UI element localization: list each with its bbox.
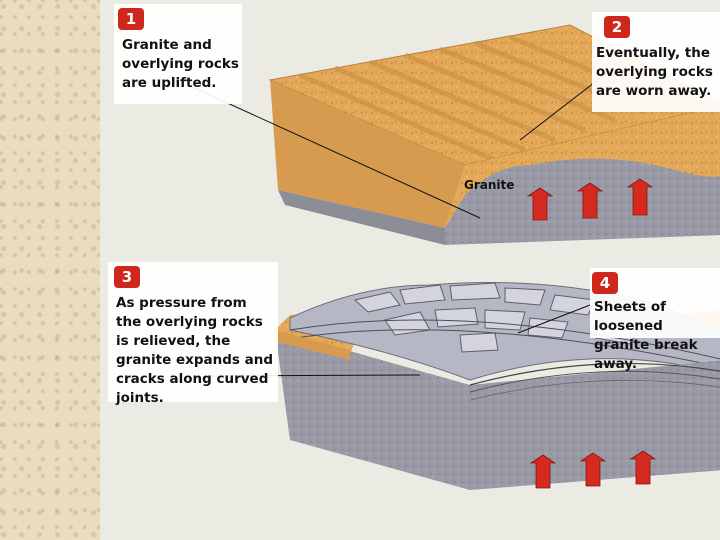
- step-2-badge: 2: [604, 16, 630, 38]
- step-4-badge: 4: [592, 272, 618, 294]
- granite-label: Granite: [464, 178, 514, 192]
- step-1-badge: 1: [118, 8, 144, 30]
- step-1-caption: Granite and overlying rocks are uplifted…: [122, 36, 240, 93]
- parchment-margin: [0, 0, 100, 540]
- step-4-caption: Sheets of loosened granite break away.: [594, 298, 720, 374]
- step-3-caption: As pressure from the overlying rocks is …: [116, 294, 276, 408]
- step-2-caption: Eventually, the overlying rocks are worn…: [596, 44, 720, 101]
- textbook-page: 1 Granite and overlying rocks are uplift…: [100, 0, 720, 540]
- step-3-badge: 3: [114, 266, 140, 288]
